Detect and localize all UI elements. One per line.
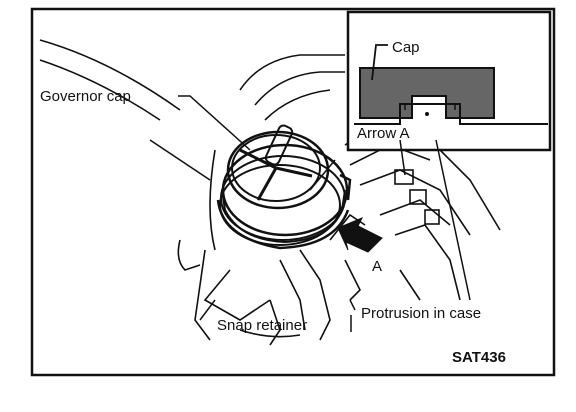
label-arrow-a: Arrow A (357, 125, 410, 142)
label-snap-retainer: Snap retainer (217, 317, 307, 334)
figure-code: SAT436 (452, 349, 506, 366)
figure-frame (30, 7, 556, 377)
inset-detail (346, 10, 552, 152)
label-cap: Cap (392, 39, 420, 56)
label-arrow-letter: A (372, 258, 382, 275)
transmission-case-sketch (39, 39, 501, 346)
snap-retainer (216, 173, 352, 250)
leader-lines (178, 95, 471, 321)
label-governor-cap: Governor cap (40, 88, 131, 105)
label-protrusion: Protrusion in case (361, 305, 481, 322)
arrow-a-shape (337, 217, 383, 253)
governor-cap (219, 124, 349, 246)
